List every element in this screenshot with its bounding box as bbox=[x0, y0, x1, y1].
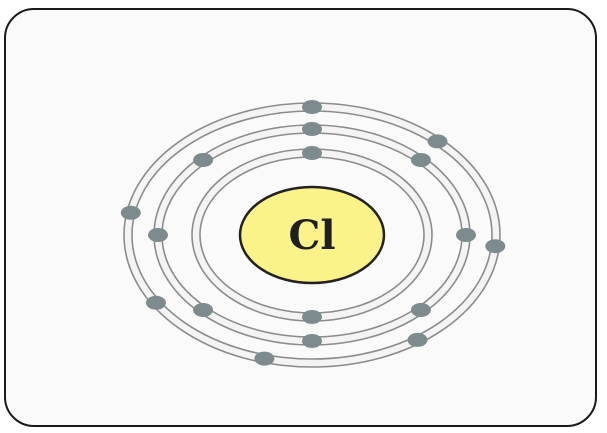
electron-shell-1-2 bbox=[302, 310, 322, 324]
nucleus-symbol: Cl bbox=[288, 212, 335, 259]
electrons bbox=[120, 100, 506, 366]
electron-shell-3-5 bbox=[254, 351, 275, 366]
electron-shell-1-1 bbox=[302, 146, 322, 160]
electron-shell-2-4 bbox=[410, 303, 431, 317]
electron-shell-2-1 bbox=[302, 122, 322, 136]
electron-shell-3-3 bbox=[485, 239, 506, 254]
electron-shell-2-7 bbox=[148, 228, 168, 242]
electron-shell-2-8 bbox=[193, 153, 214, 167]
electron-shell-2-6 bbox=[193, 303, 214, 317]
chlorine-atom-diagram: Cl bbox=[120, 100, 506, 368]
electron-shell-3-7 bbox=[120, 205, 141, 220]
diagram-frame: Cl bbox=[4, 8, 597, 427]
electron-shell-3-6 bbox=[146, 295, 166, 310]
electron-shell-3-2 bbox=[427, 134, 448, 149]
electron-shell-3-1 bbox=[302, 100, 322, 114]
electron-shell-2-2 bbox=[410, 153, 431, 167]
electron-shell-3-4 bbox=[407, 332, 428, 347]
electron-shell-2-5 bbox=[302, 334, 322, 348]
electron-shell-2-3 bbox=[456, 228, 476, 242]
nucleus bbox=[238, 185, 386, 285]
